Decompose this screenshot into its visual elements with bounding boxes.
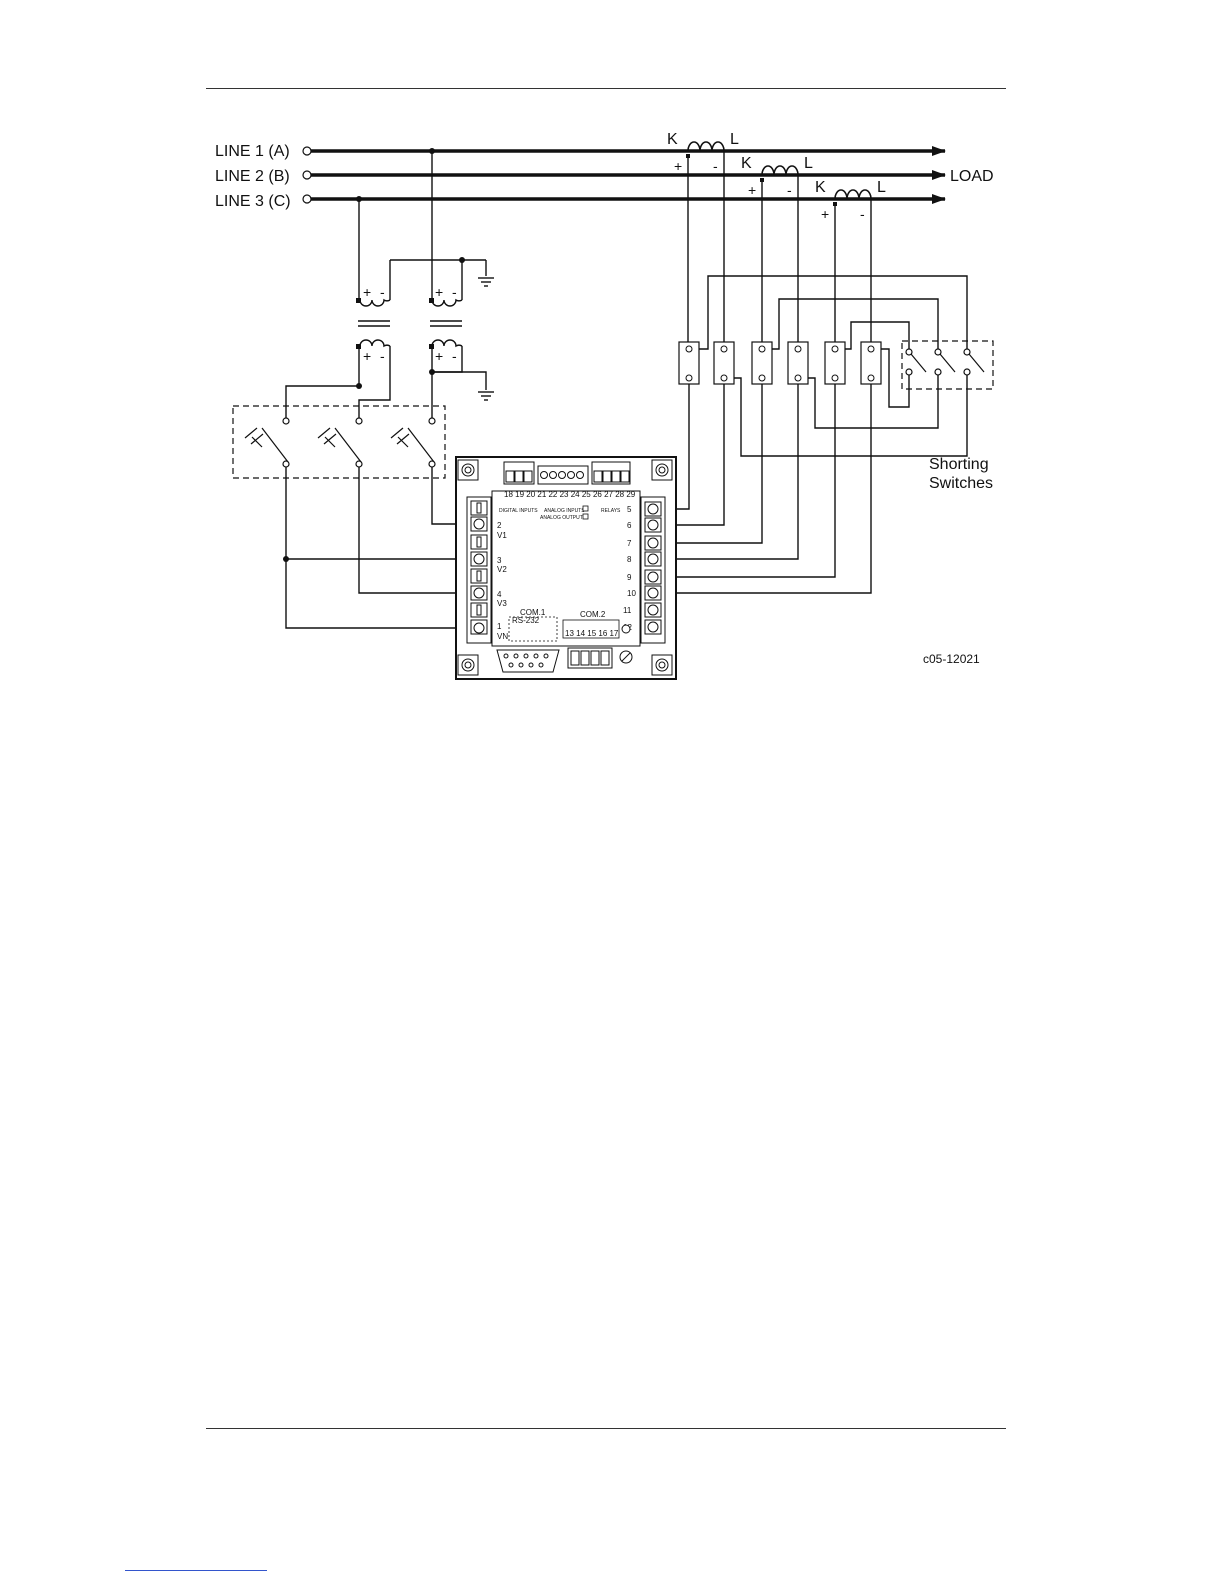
voltage-transformers — [286, 151, 494, 420]
com2-label: COM.2 — [580, 610, 606, 619]
top-pin-numbers: 18 19 20 21 22 23 24 25 26 27 28 29 — [504, 490, 636, 499]
line-2-label: LINE 2 (B) — [215, 168, 290, 185]
load-label: LOAD — [950, 168, 994, 185]
shorting-label-2: Switches — [929, 475, 993, 492]
analog-inputs-label: ANALOG INPUTS — [544, 508, 585, 514]
right-label-4: 8 — [627, 555, 632, 564]
svg-text:+: + — [363, 284, 371, 300]
disconnect-switches — [245, 418, 435, 467]
left-label-4: V2 — [497, 565, 507, 574]
fuse-disconnect-box — [233, 406, 445, 478]
voltage-input-wires — [286, 467, 470, 628]
ct3-l: L — [877, 179, 886, 196]
left-label-7: 1 — [497, 622, 502, 631]
line-1-terminal — [303, 147, 311, 155]
relays-label: RELAYS — [601, 508, 621, 514]
line-2-terminal — [303, 171, 311, 179]
right-label-3: 7 — [627, 539, 632, 548]
right-label-6: 10 — [627, 589, 636, 598]
shorting-switches — [906, 349, 984, 375]
ct1-k: K — [667, 131, 678, 148]
figure-code: c05-12021 — [923, 652, 980, 666]
left-label-6: V3 — [497, 599, 507, 608]
svg-text:+: + — [363, 348, 371, 364]
right-label-1: 5 — [627, 505, 632, 514]
ct3-plus: + — [821, 206, 829, 222]
shorting-label-1: Shorting — [929, 456, 989, 473]
right-label-7: 11 — [623, 606, 632, 615]
meter-device: 18 19 20 21 22 23 24 25 26 27 28 29 DIGI… — [456, 457, 676, 679]
svg-text:+: + — [435, 284, 443, 300]
left-label-2: V1 — [497, 531, 507, 540]
shorting-switch-box — [902, 341, 993, 389]
ct2-plus: + — [748, 182, 756, 198]
left-terminal-strip — [467, 497, 491, 643]
left-label-8: VN — [497, 632, 508, 641]
right-label-5: 9 — [627, 573, 632, 582]
analog-outputs-label: ANALOG OUTPUTS — [540, 515, 587, 521]
ct2-minus: - — [787, 182, 792, 198]
svg-text:-: - — [452, 348, 457, 364]
svg-text:-: - — [452, 284, 457, 300]
ct2-k: K — [741, 155, 752, 172]
svg-text:-: - — [380, 284, 385, 300]
left-label-5: 4 — [497, 590, 502, 599]
left-label-3: 3 — [497, 556, 502, 565]
right-terminal-strip — [641, 497, 665, 643]
current-input-wires — [661, 384, 871, 593]
ct2-l: L — [804, 155, 813, 172]
digital-inputs-label: DIGITAL INPUTS — [499, 508, 538, 514]
ct3-minus: - — [860, 206, 865, 222]
ct1-l: L — [730, 131, 739, 148]
right-label-2: 6 — [627, 521, 632, 530]
left-label-1: 2 — [497, 521, 502, 530]
ct1-plus: + — [674, 158, 682, 174]
ct1-minus: - — [713, 158, 718, 174]
line-1-label: LINE 1 (A) — [215, 143, 290, 160]
line-3-label: LINE 3 (C) — [215, 193, 291, 210]
ct3-k: K — [815, 179, 826, 196]
svg-text:-: - — [380, 348, 385, 364]
line-3-terminal — [303, 195, 311, 203]
svg-text:+: + — [435, 348, 443, 364]
com2-pins: 13 14 15 16 17 — [565, 629, 619, 638]
